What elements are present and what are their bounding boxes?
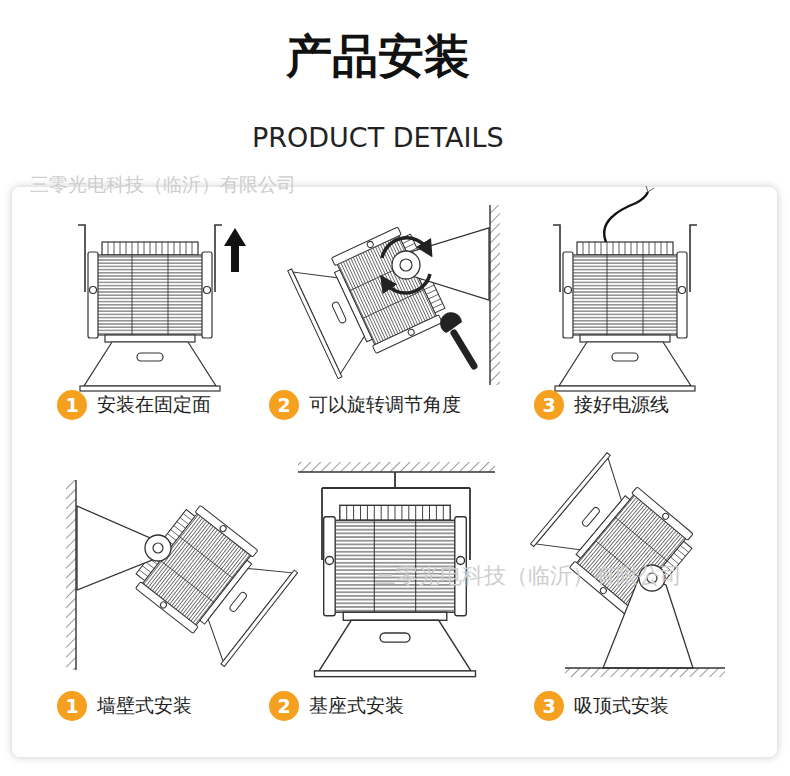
pivot [153, 543, 163, 553]
step-number: 1 [57, 390, 87, 420]
step-circle: 2基座式安装 [269, 691, 299, 721]
step-caption: 可以旋转调节角度 [309, 392, 461, 418]
step-circle: 3吸顶式安装 [534, 691, 564, 721]
step-number: 2 [269, 691, 299, 721]
step-caption: 墙壁式安装 [97, 693, 192, 719]
wrench-head [440, 312, 462, 333]
step-circle: 2可以旋转调节角度 [269, 390, 299, 420]
cable-end [646, 186, 654, 192]
step-number: 2 [269, 390, 299, 420]
rotate-arrow [385, 274, 430, 293]
power-cable [604, 192, 648, 242]
step-caption: 接好电源线 [574, 392, 669, 418]
step-number: 1 [57, 691, 87, 721]
ceiling [298, 462, 495, 472]
ceiling-line [298, 471, 495, 472]
watermark: 三零光电科技（临沂）有限公司 [30, 172, 296, 198]
floor [565, 668, 725, 677]
pivot [392, 251, 420, 279]
rotate-arrow [382, 238, 428, 258]
pivot [145, 535, 171, 561]
page-title: 产品安装 [286, 26, 470, 88]
floodlight [80, 242, 220, 391]
watermark: 三零光电科技（临沂）有限公司 [374, 561, 682, 591]
wall-bracket [77, 506, 152, 590]
up-arrow [224, 228, 246, 272]
step-caption: 安装在固定面 [97, 392, 211, 418]
u-bracket [78, 225, 222, 292]
ceiling-bracket [322, 472, 470, 560]
step-number: 3 [534, 691, 564, 721]
wall [490, 205, 500, 385]
step-caption: 基座式安装 [309, 693, 404, 719]
floodlight [125, 495, 298, 667]
floodlight [555, 242, 695, 391]
subtitle: PRODUCT DETAILS [252, 122, 504, 153]
floodlight [531, 453, 705, 626]
floodlight [288, 217, 453, 378]
floodlight [315, 505, 476, 676]
step-caption: 吸顶式安装 [574, 693, 669, 719]
step-circle: 1安装在固定面 [57, 390, 87, 420]
step-circle: 1墙壁式安装 [57, 691, 87, 721]
u-bracket [553, 225, 697, 292]
wrench [454, 333, 474, 366]
step-circle: 3接好电源线 [534, 390, 564, 420]
pivot [400, 259, 412, 271]
wall [66, 480, 76, 670]
step-number: 3 [534, 390, 564, 420]
